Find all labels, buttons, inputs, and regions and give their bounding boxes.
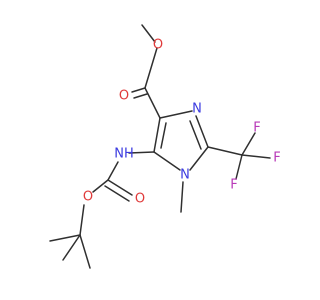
bonds	[49, 24, 271, 269]
atom-ester-o-double: O	[119, 89, 129, 104]
bond-c5-nh	[128, 151, 155, 154]
atom-boc-o-single: O	[83, 190, 93, 205]
bond-o-carbonyl	[144, 47, 158, 89]
bond-carbamate-o	[92, 179, 109, 193]
bond-methyl-o	[141, 24, 156, 43]
bond-n1-c5	[153, 151, 181, 171]
bond-c2-n1	[189, 146, 209, 171]
bond-carbonyl-c4	[144, 87, 161, 119]
bond-cf3-f-bottom	[235, 154, 243, 180]
atom-boc-o-double: O	[135, 192, 145, 207]
bond-c4-n3	[159, 110, 193, 119]
bond-carbonyl-double-2	[133, 93, 148, 99]
atom-f-right: F	[273, 151, 280, 166]
bond-carbamate-double-2	[104, 185, 130, 202]
bond-c2-cf3	[207, 146, 243, 156]
bond-n3-c2-double	[189, 120, 202, 150]
atom-ester-o-single: O	[153, 38, 163, 53]
atom-amide-nh: NH	[114, 147, 134, 162]
bond-c5-c4-double	[160, 122, 167, 149]
bond-carbonyl-double-1	[131, 87, 146, 93]
bond-n1-methyl	[180, 181, 184, 213]
bond-c5-c4	[153, 117, 161, 153]
bond-tbu-me1	[49, 234, 81, 242]
bond-n3-c2	[195, 115, 209, 148]
bond-tbu-me2	[79, 234, 91, 269]
bond-carbamate-double-1	[107, 179, 133, 196]
bond-tbu-me3	[62, 234, 81, 261]
atom-f-top: F	[253, 121, 260, 136]
molecule-structure-diagram: O O N N NH O O F F F	[49, 24, 281, 269]
atom-f-bottom: F	[230, 178, 237, 193]
atom-ring-n-top: N	[192, 102, 202, 117]
atom-ring-n-bottom: N	[180, 168, 190, 183]
bond-nh-carbamate	[107, 161, 119, 181]
atom-labels: O O N N NH O O F F F	[83, 38, 281, 207]
bond-cf3-f-right	[241, 154, 271, 159]
bond-cf3-f-top	[241, 132, 256, 156]
bond-o-tbu	[79, 204, 85, 236]
